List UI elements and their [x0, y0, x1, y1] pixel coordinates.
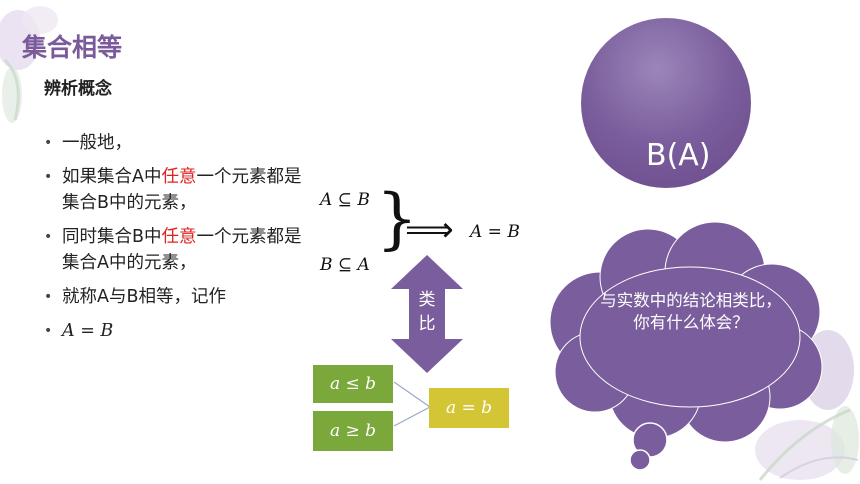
set-circle [581, 18, 751, 188]
page-title: 集合相等 [22, 33, 123, 62]
box-a-ge-b: a ≥ b [313, 411, 393, 451]
analogy-label: 类 比 [408, 288, 446, 336]
bullet-text: 就称A与B相等，记作 [62, 287, 226, 307]
implies-arrow-icon: ⟹ [405, 210, 454, 250]
section-subtitle: 辨析概念 [44, 79, 112, 99]
box-a-eq-b: a = b [429, 388, 509, 428]
analogy-char: 类 [418, 290, 436, 310]
bullet-text: 如果集合A中 [62, 167, 162, 187]
bullet-text: 一个元素都是集合A中的元素， [62, 227, 302, 273]
bullet-item: A = B [44, 318, 304, 344]
double-arrow-icon [391, 255, 463, 373]
bullet-item: 如果集合A中任意一个元素都是集合B中的元素， [44, 164, 304, 216]
circle-label: B(A) [646, 138, 711, 173]
subset-a-b: A ⊆ B [320, 190, 370, 210]
connector-lines [393, 381, 431, 427]
box-a-le-b: a ≤ b [313, 365, 393, 403]
bubble-question-text: 与实数中的结论相类比，你有什么体会？ [600, 291, 782, 332]
equality-a-b: A = B [470, 222, 520, 242]
highlight-text: 任意 [161, 167, 197, 187]
bullet-text: 同时集合B中 [62, 227, 162, 247]
analogy-char: 比 [418, 314, 436, 334]
formula-text: A = B [62, 321, 114, 341]
subset-b-a: B ⊆ A [320, 255, 370, 275]
thought-bubble [549, 222, 823, 471]
bullet-item: 同时集合B中任意一个元素都是集合A中的元素， [44, 224, 304, 276]
highlight-text: 任意 [161, 227, 197, 247]
bullet-item: 就称A与B相等，记作 [44, 284, 304, 310]
bullet-text: 一个元素都是集合B中的元素， [62, 167, 302, 213]
bullet-list: 一般地， 如果集合A中任意一个元素都是集合B中的元素， 同时集合B中任意一个元素… [44, 130, 304, 352]
brace-symbol: } [376, 180, 418, 257]
bullet-item: 一般地， [44, 130, 304, 156]
bullet-text: 一般地， [62, 133, 132, 153]
